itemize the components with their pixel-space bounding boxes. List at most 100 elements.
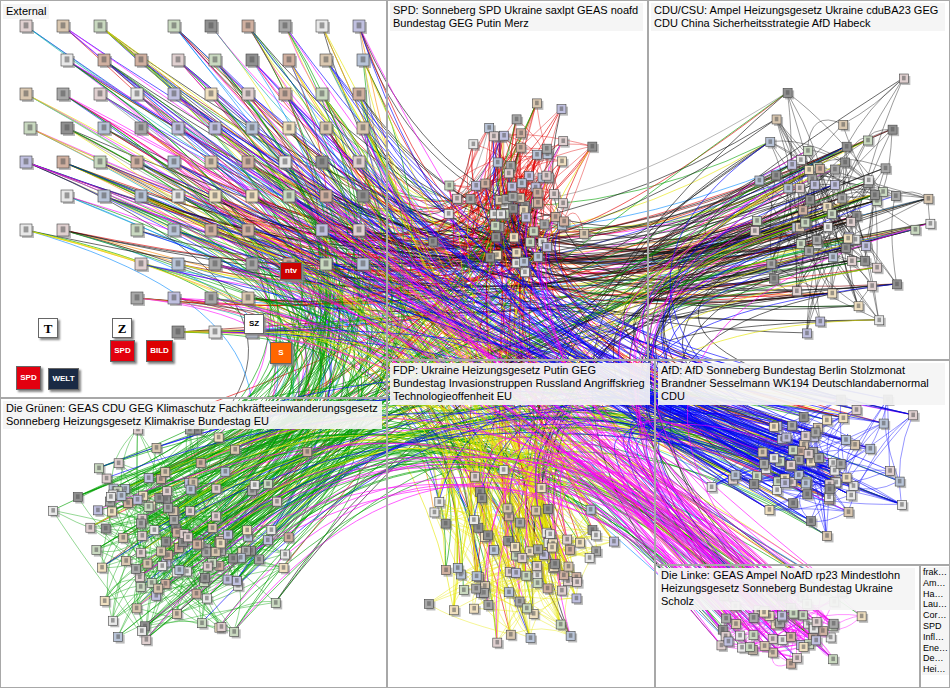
vertex-icon	[279, 20, 291, 32]
icon-figure	[102, 56, 107, 62]
network-edge	[648, 196, 895, 510]
network-edge	[485, 109, 561, 183]
network-edge	[848, 415, 913, 512]
network-edge	[457, 568, 519, 602]
icon-figure	[287, 56, 292, 62]
vertex-icon	[94, 88, 106, 100]
icon-figure	[213, 56, 218, 62]
network-edge	[434, 511, 595, 534]
vertex-icon	[209, 122, 221, 134]
vertex-icon	[242, 88, 254, 100]
network-edge	[90, 435, 529, 550]
network-edge	[100, 26, 589, 557]
vertex-icon	[94, 20, 106, 32]
network-edge	[457, 568, 533, 614]
network-edge	[100, 94, 833, 623]
network-edge	[811, 482, 836, 521]
vertex-icon	[283, 122, 295, 134]
network-edge	[485, 183, 808, 453]
vertex-icon	[316, 88, 328, 100]
network-edge	[843, 78, 904, 124]
vertex-icon	[172, 122, 184, 134]
network-edge	[851, 415, 913, 495]
network-edge	[158, 578, 227, 588]
icon-figure	[139, 124, 144, 130]
network-edge	[63, 162, 321, 537]
vertex-icon	[242, 20, 254, 32]
edge-lines	[26, 26, 930, 666]
network-edge	[473, 520, 560, 625]
network-edge	[488, 575, 526, 604]
network-edge	[112, 562, 166, 620]
icon-figure	[98, 22, 103, 28]
network-edge	[174, 94, 782, 616]
network-edge	[787, 92, 883, 191]
vertex-icon	[353, 20, 365, 32]
vertex-icon	[135, 122, 147, 134]
icon-figure	[135, 90, 140, 96]
vertex-icon	[353, 88, 365, 100]
network-edge	[846, 78, 903, 146]
network-edge	[162, 566, 221, 627]
network-edge	[679, 167, 866, 278]
vertex-icon	[57, 88, 69, 100]
network-edge	[26, 26, 549, 225]
network-edge	[476, 588, 530, 638]
network-edge	[289, 60, 549, 226]
network-edge	[510, 509, 590, 634]
network-edge	[158, 558, 233, 588]
vertex-icon	[20, 88, 32, 100]
network-edge	[805, 221, 879, 319]
vertex-icon	[98, 54, 110, 66]
network-edge	[816, 78, 903, 240]
icon-figure	[250, 56, 255, 62]
vertex-icon	[61, 122, 73, 134]
network-edge	[791, 409, 857, 464]
network-edge	[158, 588, 234, 631]
icon-figure	[98, 90, 103, 96]
network-edge	[197, 162, 343, 544]
network-edge	[123, 484, 268, 538]
icon-figure	[172, 22, 177, 28]
network-edge	[474, 541, 614, 608]
icon-figure	[65, 56, 70, 62]
icon-figure	[357, 90, 362, 96]
network-edge	[105, 528, 236, 580]
network-edge	[432, 127, 489, 241]
icon-figure	[213, 124, 218, 130]
icon-figure	[209, 22, 214, 28]
network-edge	[807, 448, 870, 494]
network-edge	[448, 146, 592, 213]
network-edge	[525, 469, 803, 647]
network-edge	[326, 60, 890, 470]
network-edge	[484, 537, 553, 568]
vertex-icon	[283, 54, 295, 66]
network-edge	[102, 26, 322, 567]
network-edge	[892, 196, 897, 284]
network-edge	[53, 128, 357, 510]
network-edge	[104, 128, 299, 511]
vertex-icon	[205, 20, 217, 32]
network-edge	[100, 94, 327, 555]
network-edge	[705, 78, 903, 238]
vertex-icon	[24, 122, 36, 134]
network-edge	[326, 196, 816, 621]
network-edge	[800, 244, 858, 306]
network-edge	[178, 60, 753, 635]
network-edge	[687, 223, 930, 627]
icon-figure	[357, 22, 362, 28]
network-edge	[53, 510, 146, 639]
network-edge	[77, 497, 135, 569]
network-edge	[174, 26, 830, 637]
network-edge	[285, 26, 764, 612]
network-edge	[104, 60, 842, 592]
vertex-icon	[246, 122, 258, 134]
icon-figure	[176, 56, 181, 62]
network-edge	[776, 175, 879, 320]
network-edge	[883, 129, 893, 191]
icon-figure	[28, 124, 33, 130]
network-edge	[137, 94, 769, 616]
network-edge	[102, 491, 118, 567]
network-edge	[160, 479, 236, 581]
network-edge	[359, 26, 782, 640]
